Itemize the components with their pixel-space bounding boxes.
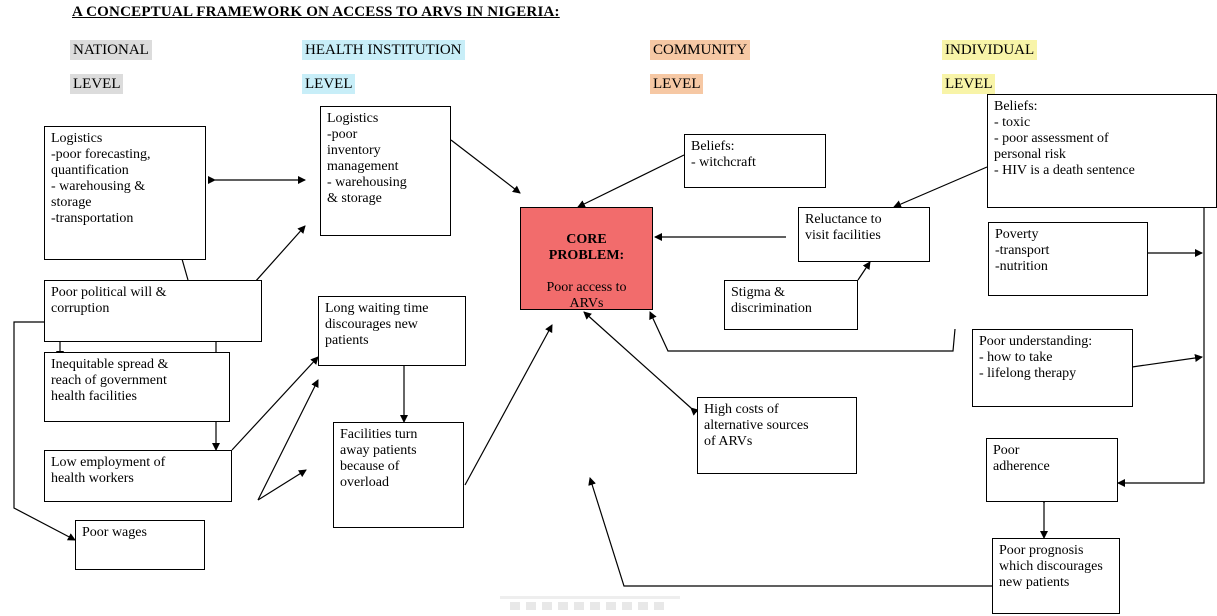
arrow-beliefs-individual-to-reluctance <box>893 166 988 208</box>
box-poor-wages: Poor wages <box>75 520 205 570</box>
box-poor-adherence: Poor adherence <box>986 438 1118 502</box>
arrow-political-to-wages <box>13 321 76 541</box>
box-reluctance: Reluctance to visit facilities <box>798 207 930 262</box>
arrow-wages-to-waiting <box>257 379 319 501</box>
watermark-seal <box>500 594 680 610</box>
box-poor-prognosis: Poor prognosis which discourages new pat… <box>992 538 1120 614</box>
arrow-stigma-to-reluctance <box>857 261 871 281</box>
arrow-prognosis-to-core <box>588 477 992 587</box>
box-beliefs-individual: Beliefs: - toxic - poor assessment of pe… <box>987 94 1217 208</box>
national-level-label: NATIONAL <box>70 40 152 60</box>
individual-level-label-2: LEVEL <box>942 74 996 94</box>
core-problem-title: CORE PROBLEM: <box>548 232 625 263</box>
diagram-title: A CONCEPTUAL FRAMEWORK ON ACCESS TO ARVS… <box>72 4 560 20</box>
box-high-costs: High costs of alternative sources of ARV… <box>697 397 857 474</box>
box-political-will: Poor political will & corruption <box>44 280 262 342</box>
box-inequitable-spread: Inequitable spread & reach of government… <box>44 352 230 422</box>
box-logistics-national: Logistics -poor forecasting, quantificat… <box>44 126 206 260</box>
arrow-understanding-to-bracket <box>1131 354 1203 368</box>
box-turn-away: Facilities turn away patients because of… <box>333 422 464 528</box>
arrow-wages-to-employment <box>257 469 307 501</box>
box-long-waiting: Long waiting time discourages new patien… <box>318 296 466 366</box>
box-logistics-health: Logistics -poor inventory management - w… <box>320 106 451 236</box>
health-level-label-2: LEVEL <box>302 74 356 94</box>
arrow-employment-to-waiting <box>231 356 319 451</box>
box-poverty: Poverty -transport -nutrition <box>988 222 1148 296</box>
arrow-logistics-health-to-core <box>450 139 521 194</box>
box-low-employment: Low employment of health workers <box>44 450 232 502</box>
box-beliefs-community: Beliefs: - witchcraft <box>684 134 826 188</box>
core-problem-text: Poor access to ARVs <box>546 280 627 311</box>
arrow-beliefs-to-core <box>577 154 685 208</box>
box-stigma: Stigma & discrimination <box>724 280 858 330</box>
community-level-label: COMMUNITY <box>650 40 751 60</box>
core-problem-box: CORE PROBLEM: Poor access to ARVs <box>520 207 653 311</box>
national-level-label-2: LEVEL <box>70 74 124 94</box>
health-level-label: HEALTH INSTITUTION <box>302 40 465 60</box>
arrow-turnaway-to-core <box>464 324 553 486</box>
arrow-understanding-to-core <box>649 311 956 352</box>
arrow-core-to-high-costs <box>583 311 699 416</box>
individual-level-label: INDIVIDUAL <box>942 40 1038 60</box>
community-level-label-2: LEVEL <box>650 74 704 94</box>
box-poor-understanding: Poor understanding: - how to take - life… <box>972 329 1133 407</box>
